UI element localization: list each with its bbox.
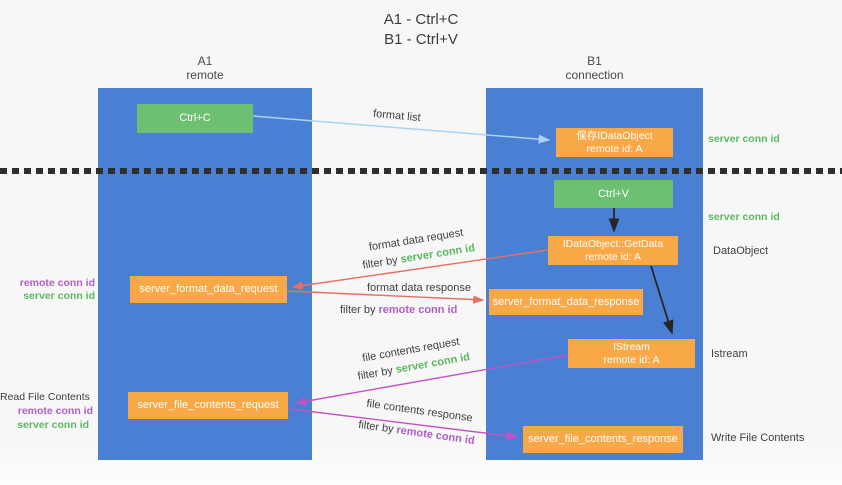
column-a1-name: A1 [197, 54, 213, 68]
node-ctrl-v-label: Ctrl+V [598, 187, 629, 200]
filter-by-text: filter by [356, 364, 394, 383]
node-server-format-data-request-label: server_format_data_request [139, 283, 278, 295]
left-remote-conn-id-label-bottom: remote conn id [17, 405, 93, 417]
node-save-idataobject-line1: 保存IDataObject [576, 129, 653, 142]
format-list-label: format list [372, 107, 422, 125]
title-line-b1: B1 - Ctrl+V [384, 31, 458, 48]
node-istream-line2: remote id: A [603, 353, 660, 366]
node-save-idataobject-line2: remote id: A [586, 142, 643, 155]
format-data-request-label-group: format data request filter byserver conn… [348, 222, 487, 277]
column-header-b1: B1 connection [486, 54, 703, 82]
node-server-format-data-request: server_format_data_request [130, 276, 287, 303]
node-server-file-contents-request-label: server_file_contents_request [137, 399, 279, 411]
node-istream: IStream remote id: A [568, 339, 695, 368]
title-line-a1: A1 - Ctrl+C [383, 11, 459, 28]
column-b1-name: B1 [587, 54, 602, 68]
diagram-title: A1 - Ctrl+C B1 - Ctrl+V [0, 10, 842, 50]
column-b1-subtitle: connection [565, 68, 624, 82]
node-istream-line1: IStream [613, 340, 650, 353]
node-save-idataobject: 保存IDataObject remote id: A [556, 128, 673, 157]
filter-by-text: filter by [357, 418, 395, 436]
node-ctrl-c-label: Ctrl+C [179, 112, 211, 124]
file-contents-response-label-group: file contents response filter byremote c… [350, 391, 487, 453]
right-dataobject-label: DataObject [713, 245, 769, 257]
node-server-file-contents-request: server_file_contents_request [128, 392, 288, 419]
remote-conn-id-text: remote conn id [395, 424, 476, 447]
left-read-file-contents-label: Read File Contents [0, 391, 90, 403]
left-server-conn-id-label-bottom: server conn id [17, 419, 89, 431]
format-data-response-label: format data response [367, 282, 471, 294]
phase-separator-dotted-line [0, 168, 842, 174]
file-contents-request-label-group: file contents request filter byserver co… [343, 331, 482, 388]
filter-by-text: filter by [340, 304, 376, 316]
column-a1-subtitle: remote [186, 68, 224, 82]
node-idataobject-getdata-line2: remote id: A [584, 250, 642, 263]
right-server-conn-id-label-top: server conn id [708, 133, 780, 145]
node-server-format-data-response-label: server_format_data_response [492, 295, 640, 308]
column-header-a1: A1 remote [98, 54, 312, 82]
node-server-format-data-response: server_format_data_response [489, 289, 643, 315]
node-ctrl-c: Ctrl+C [137, 104, 253, 133]
node-server-file-contents-response-label: server_file_contents_response [528, 433, 678, 445]
filter-by-text: filter by [361, 254, 399, 272]
left-server-conn-id-label-top: server conn id [23, 290, 95, 302]
node-idataobject-getdata-line1: IDataObject::GetData [562, 237, 664, 250]
left-remote-conn-id-label-top: remote conn id [19, 277, 95, 289]
node-server-file-contents-response: server_file_contents_response [523, 426, 683, 453]
right-istream-label: Istream [711, 348, 748, 360]
right-write-file-contents-label: Write File Contents [711, 432, 805, 444]
right-server-conn-id-label-mid: server conn id [708, 211, 780, 223]
remote-conn-id-text: remote conn id [378, 304, 458, 316]
node-ctrl-v: Ctrl+V [554, 180, 673, 208]
node-idataobject-getdata: IDataObject::GetData remote id: A [548, 236, 678, 265]
